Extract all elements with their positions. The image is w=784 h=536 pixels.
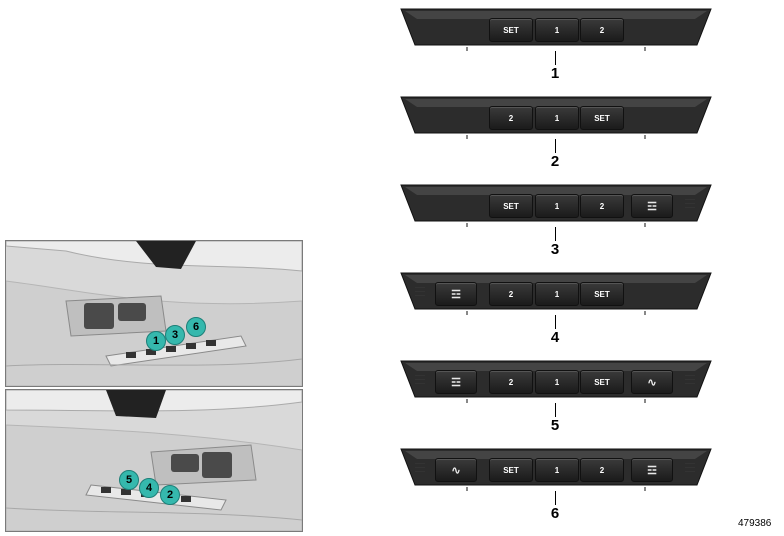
tick xyxy=(685,207,695,208)
indicator-ticks xyxy=(415,372,425,388)
memory-button-2[interactable]: 2 xyxy=(489,106,533,130)
tick xyxy=(415,375,425,376)
seat-massage-icon: ☲ xyxy=(451,288,461,301)
leader-line xyxy=(555,315,556,329)
lumbar-icon-button[interactable]: ∿ xyxy=(631,370,673,394)
tick xyxy=(415,291,425,292)
memory-button-1[interactable]: 1 xyxy=(535,106,579,130)
memory-button-2[interactable]: 2 xyxy=(580,194,624,218)
seat-massage-icon-button[interactable]: ☲ xyxy=(631,194,673,218)
lumbar-icon: ∿ xyxy=(451,464,461,477)
panel-number-5: 5 xyxy=(550,417,560,434)
tick xyxy=(415,471,425,472)
memory-button-set[interactable]: SET xyxy=(489,194,533,218)
indicator-ticks xyxy=(685,460,695,476)
tick xyxy=(685,463,695,464)
door-illustration-top: 1 3 6 xyxy=(5,240,303,387)
callout-5: 5 xyxy=(119,470,139,490)
memory-button-1[interactable]: 1 xyxy=(535,458,579,482)
panel-number-3: 3 xyxy=(550,241,560,258)
lumbar-icon-button[interactable]: ∿ xyxy=(435,458,477,482)
seat-massage-icon-button[interactable]: ☲ xyxy=(435,370,477,394)
reference-number: 479386 xyxy=(738,518,772,529)
memory-button-2[interactable]: 2 xyxy=(489,370,533,394)
tick xyxy=(415,287,425,288)
memory-button-set[interactable]: SET xyxy=(580,106,624,130)
leader-line xyxy=(555,51,556,65)
tick xyxy=(685,199,695,200)
tick xyxy=(685,467,695,468)
memory-button-set[interactable]: SET xyxy=(489,18,533,42)
panel-number-1: 1 xyxy=(550,65,560,82)
panel-number-6: 6 xyxy=(550,505,560,522)
memory-button-1[interactable]: 1 xyxy=(535,194,579,218)
memory-button-set[interactable]: SET xyxy=(580,282,624,306)
panel-number-2: 2 xyxy=(550,153,560,170)
leader-line xyxy=(555,227,556,241)
door-drawing-top xyxy=(6,241,302,386)
memory-button-set[interactable]: SET xyxy=(489,458,533,482)
tick xyxy=(415,463,425,464)
seat-massage-icon-button[interactable]: ☲ xyxy=(631,458,673,482)
panel-number-4: 4 xyxy=(550,329,560,346)
leader-line xyxy=(555,491,556,505)
tick xyxy=(415,295,425,296)
tick xyxy=(685,471,695,472)
seat-massage-icon: ☲ xyxy=(647,200,657,213)
indicator-ticks xyxy=(685,372,695,388)
leader-line xyxy=(555,139,556,153)
memory-button-2[interactable]: 2 xyxy=(580,458,624,482)
callout-2: 2 xyxy=(160,485,180,505)
tick xyxy=(685,203,695,204)
leader-line xyxy=(555,403,556,417)
tick xyxy=(415,379,425,380)
door-drawing-bottom xyxy=(6,390,302,531)
memory-button-2[interactable]: 2 xyxy=(580,18,624,42)
tick xyxy=(415,383,425,384)
callout-6: 6 xyxy=(186,317,206,337)
indicator-ticks xyxy=(415,460,425,476)
seat-massage-icon: ☲ xyxy=(451,376,461,389)
tick xyxy=(685,383,695,384)
memory-button-1[interactable]: 1 xyxy=(535,370,579,394)
door-illustration-bottom: 5 4 2 xyxy=(5,389,303,532)
seat-massage-icon: ☲ xyxy=(647,464,657,477)
callout-4: 4 xyxy=(139,478,159,498)
memory-button-1[interactable]: 1 xyxy=(535,18,579,42)
indicator-ticks xyxy=(415,284,425,300)
tick xyxy=(415,467,425,468)
callout-3: 3 xyxy=(165,325,185,345)
seat-massage-icon-button[interactable]: ☲ xyxy=(435,282,477,306)
memory-button-1[interactable]: 1 xyxy=(535,282,579,306)
memory-button-set[interactable]: SET xyxy=(580,370,624,394)
tick xyxy=(685,375,695,376)
tick xyxy=(685,379,695,380)
indicator-ticks xyxy=(685,196,695,212)
lumbar-icon: ∿ xyxy=(647,376,657,389)
memory-button-2[interactable]: 2 xyxy=(489,282,533,306)
callout-1: 1 xyxy=(146,331,166,351)
